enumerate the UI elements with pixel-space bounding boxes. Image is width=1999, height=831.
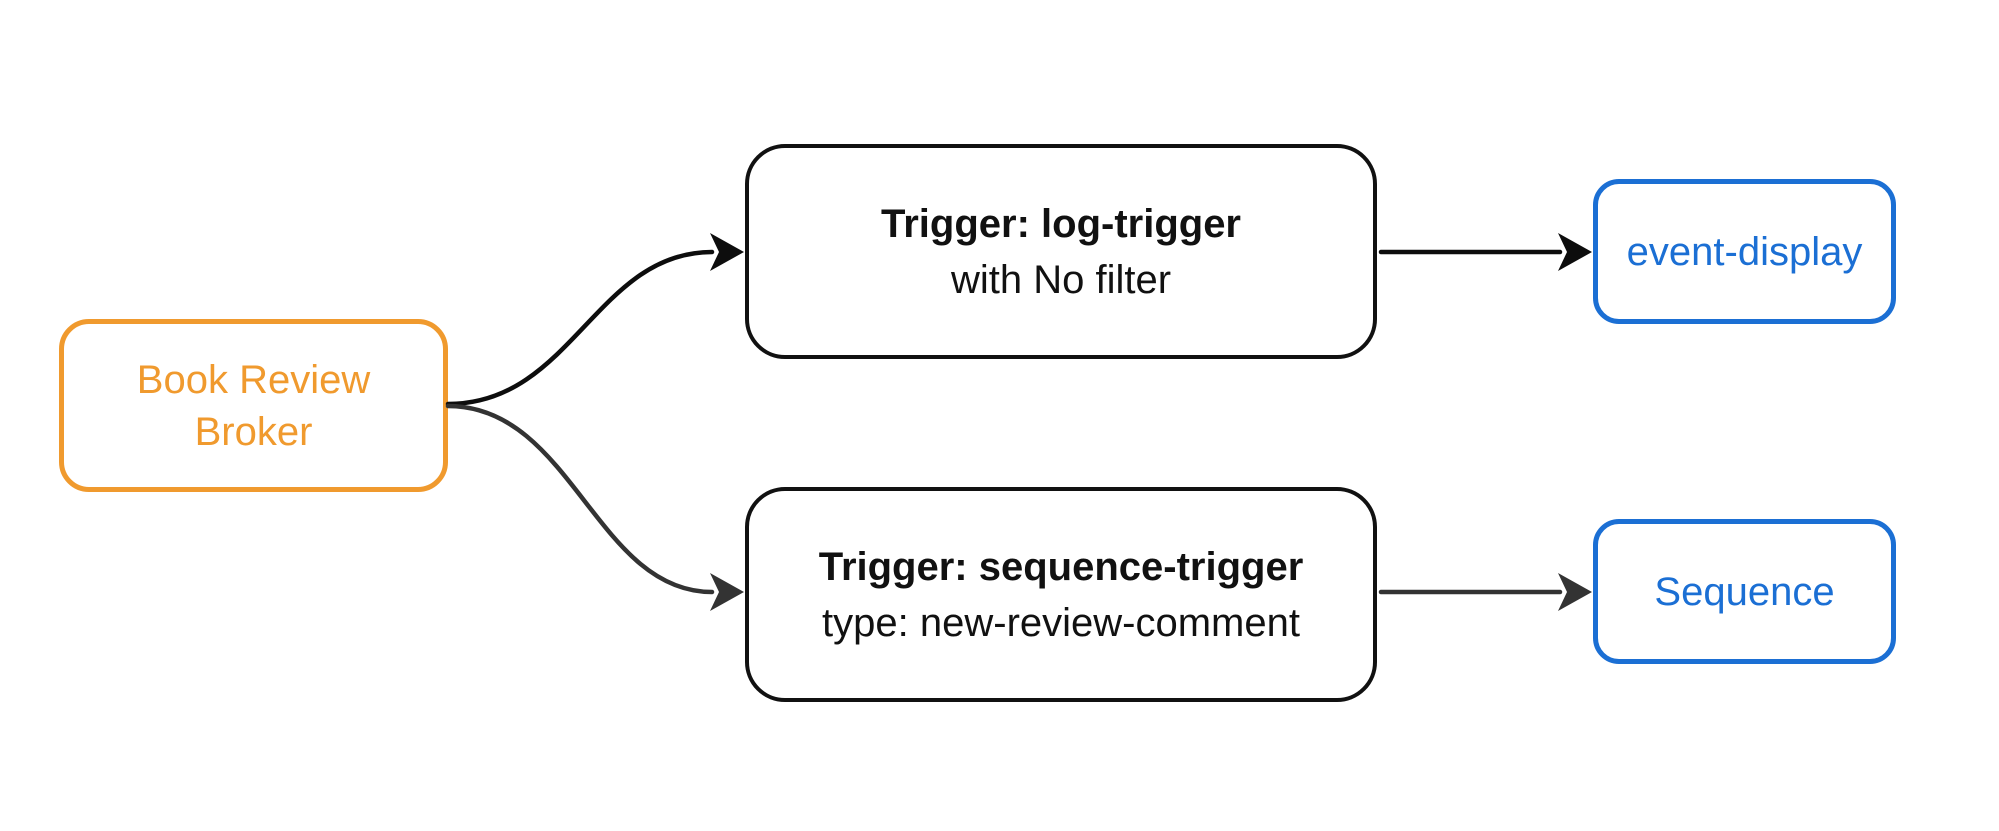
sequence-trigger-title: Trigger: sequence-trigger (818, 544, 1304, 589)
arrowhead-icon (710, 233, 744, 271)
arrowhead-icon (1558, 573, 1592, 611)
node-sequence: Sequence (1593, 519, 1896, 664)
edge-line-broker-log (445, 249, 715, 407)
node-log-trigger: Trigger: log-trigger with No filter (745, 144, 1377, 359)
log-trigger-subtitle: with No filter (950, 257, 1172, 302)
sequence-trigger-subtitle: type: new-review-comment (822, 600, 1300, 645)
edge-sequence-trigger-to-sequence (1378, 573, 1592, 611)
broker-label: Book Review Broker (136, 357, 371, 454)
edge-broker-to-log-trigger (445, 233, 744, 407)
arrowhead-icon (1558, 233, 1592, 271)
log-trigger-title: Trigger: log-trigger (881, 201, 1241, 246)
sequence-label: Sequence (1654, 569, 1835, 614)
edge-line-broker-sequence (445, 403, 715, 595)
node-event-display: event-display (1593, 179, 1896, 324)
edge-broker-to-sequence-trigger (445, 403, 744, 611)
arrowhead-icon (710, 573, 744, 611)
node-book-review-broker: Book Review Broker (59, 319, 448, 492)
node-sequence-trigger: Trigger: sequence-trigger type: new-revi… (745, 487, 1377, 702)
edge-log-trigger-to-event-display (1378, 233, 1592, 271)
event-display-label: event-display (1626, 229, 1863, 274)
